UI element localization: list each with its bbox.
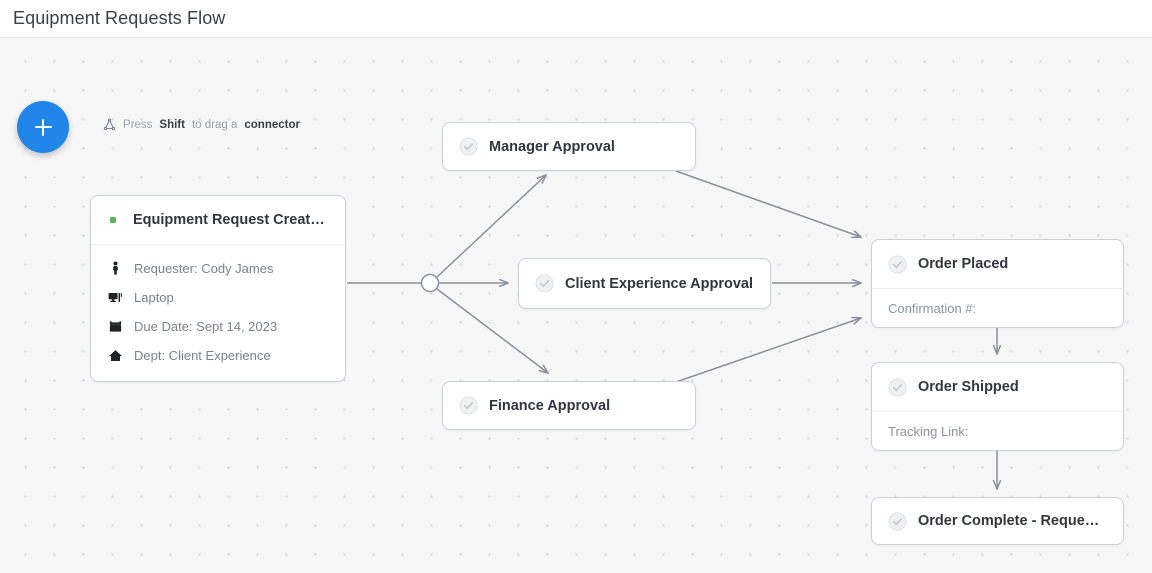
detail-label: Requester: Cody James bbox=[134, 261, 274, 277]
node-order-shipped[interactable]: Order Shipped Tracking Link: bbox=[871, 362, 1124, 452]
check-circle-icon bbox=[459, 137, 478, 156]
node-header: Equipment Request Created … bbox=[91, 196, 345, 244]
detail-label: Dept: Client Experience bbox=[134, 348, 271, 364]
connector-icon bbox=[103, 118, 116, 131]
hint-text-key: Shift bbox=[159, 118, 185, 131]
plus-icon bbox=[34, 118, 52, 136]
field-confirmation-number[interactable]: Confirmation #: bbox=[888, 300, 977, 316]
page-title: Equipment Requests Flow bbox=[13, 8, 226, 28]
check-circle-icon bbox=[888, 511, 907, 531]
divider bbox=[872, 411, 1123, 413]
app-header: Equipment Requests Flow bbox=[0, 0, 1152, 38]
detail-row-department: Dept: Client Experience bbox=[91, 341, 345, 370]
node-header: Order Complete - Request … bbox=[872, 498, 1123, 544]
node-order-complete[interactable]: Order Complete - Request … bbox=[871, 497, 1124, 545]
node-equipment-request-created[interactable]: Equipment Request Created … Requester: C… bbox=[90, 195, 346, 383]
node-title: Order Complete - Request … bbox=[918, 513, 1107, 529]
edge-hub-to-manager bbox=[436, 175, 546, 278]
node-order-placed[interactable]: Order Placed Confirmation #: bbox=[871, 239, 1124, 329]
node-client-experience-approval[interactable]: Client Experience Approval bbox=[518, 258, 771, 309]
add-node-button[interactable] bbox=[17, 101, 69, 153]
edge-manager-to-placed bbox=[675, 170, 861, 237]
node-header: Manager Approval bbox=[443, 123, 695, 170]
node-body: Requester: Cody James Laptop bbox=[91, 245, 345, 381]
edge-finance-to-placed bbox=[675, 318, 861, 383]
calendar-icon bbox=[109, 321, 122, 332]
detail-label: Laptop bbox=[134, 290, 174, 306]
hint-text-target: connector bbox=[244, 118, 300, 131]
node-title: Equipment Request Created … bbox=[133, 212, 329, 228]
node-title: Manager Approval bbox=[489, 138, 615, 155]
node-finance-approval[interactable]: Finance Approval bbox=[442, 381, 696, 430]
divider bbox=[872, 288, 1123, 290]
hint-text-prefix: Press bbox=[123, 118, 153, 131]
check-circle-icon bbox=[888, 377, 907, 397]
hint-text-middle: to drag a bbox=[191, 118, 238, 131]
home-icon bbox=[108, 350, 123, 362]
person-icon bbox=[113, 261, 118, 275]
detail-row-requester: Requester: Cody James bbox=[91, 254, 345, 283]
green-status-dot-icon bbox=[110, 217, 116, 223]
check-circle-icon bbox=[888, 254, 907, 274]
edge-layer bbox=[347, 170, 1152, 573]
node-header: Finance Approval bbox=[443, 382, 695, 429]
node-manager-approval[interactable]: Manager Approval bbox=[442, 122, 696, 171]
node-header: Client Experience Approval bbox=[519, 259, 770, 308]
divider bbox=[91, 244, 345, 246]
check-circle-icon bbox=[459, 396, 478, 415]
connector-hint: Press Shift to drag a connector bbox=[103, 118, 300, 131]
branch-hub bbox=[420, 273, 440, 293]
node-title: Finance Approval bbox=[489, 397, 611, 414]
detail-label: Due Date: Sept 14, 2023 bbox=[134, 319, 278, 335]
edge-hub-to-finance bbox=[436, 288, 548, 373]
node-title: Client Experience Approval bbox=[565, 275, 754, 292]
node-header: Order Placed bbox=[872, 240, 1123, 288]
node-title: Order Shipped bbox=[918, 379, 1019, 395]
monitor-icon bbox=[108, 293, 122, 303]
detail-row-device: Laptop bbox=[91, 283, 345, 312]
node-header: Order Shipped bbox=[872, 363, 1123, 411]
detail-row-due-date: Due Date: Sept 14, 2023 bbox=[91, 312, 345, 341]
field-tracking-link[interactable]: Tracking Link: bbox=[888, 423, 969, 439]
node-title: Order Placed bbox=[918, 256, 1009, 272]
flow-canvas[interactable]: Press Shift to drag a connector Equipmen… bbox=[0, 38, 1152, 573]
check-circle-icon bbox=[535, 274, 554, 293]
